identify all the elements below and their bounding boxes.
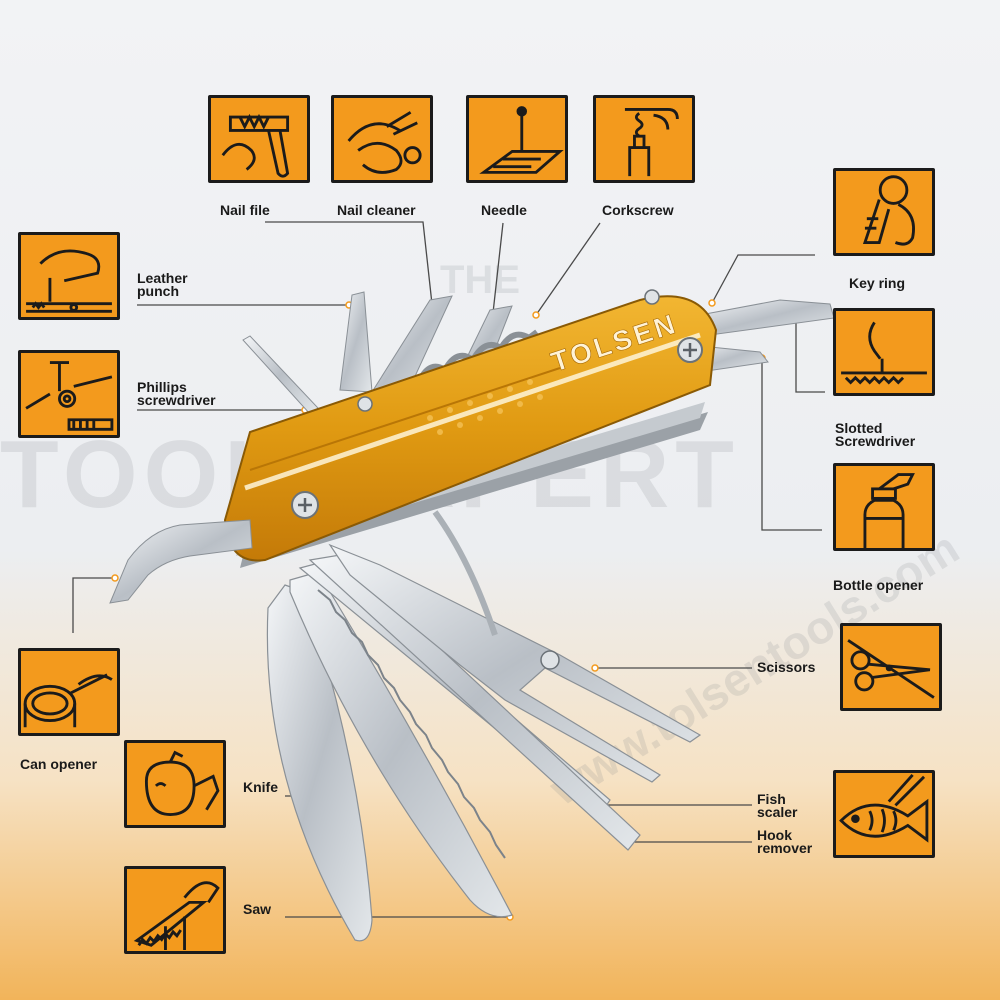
label-nail-file: Nail file [220, 202, 270, 218]
watermark-the: THE [440, 258, 520, 302]
phillips-screwdriver-icon [18, 350, 120, 438]
label-bottle-opener: Bottle opener [833, 577, 924, 593]
screw [291, 491, 319, 519]
label-slotted-screwdriver: Slotted Screwdriver [835, 420, 916, 449]
nail-file-tool [339, 291, 373, 393]
label-scissors: Scissors [757, 659, 816, 675]
knife-icon [124, 740, 226, 828]
key-ring-icon [833, 168, 935, 256]
saw-tool [289, 571, 513, 918]
slotted-screwdriver-tool [699, 299, 835, 336]
label-needle: Needle [481, 202, 527, 218]
corkscrew-icon [593, 95, 695, 183]
label-nail-cleaner: Nail cleaner [337, 202, 416, 218]
knife-tool [266, 584, 373, 942]
label-corkscrew: Corkscrew [602, 202, 674, 218]
label-can-opener: Can opener [20, 756, 98, 772]
needle-icon [466, 95, 568, 183]
slotted-screwdriver-icon [833, 308, 935, 396]
scissors-icon [840, 623, 942, 711]
leather-punch-tool [242, 335, 319, 415]
can-opener-icon [18, 648, 120, 736]
saw-icon [124, 866, 226, 954]
label-knife: Knife [243, 779, 278, 795]
hook-remover-tool [308, 554, 641, 851]
nail-cleaner-icon [331, 95, 433, 183]
fish-scaler-icon [833, 770, 935, 858]
label-hook-remover: Hook remover [757, 827, 813, 856]
bottle-opener-icon [833, 463, 935, 551]
label-saw: Saw [243, 901, 272, 917]
label-fish-scaler: Fish scaler [757, 791, 798, 820]
scissors-tool [328, 543, 702, 783]
nail-file-icon [208, 95, 310, 183]
screw [677, 337, 703, 363]
label-phillips-screwdriver: Phillips screwdriver [137, 379, 216, 408]
label-key-ring: Key ring [849, 275, 906, 291]
can-opener-tool [109, 519, 253, 604]
label-leather-punch: Leather punch [137, 270, 188, 299]
leather-punch-icon [18, 232, 120, 320]
